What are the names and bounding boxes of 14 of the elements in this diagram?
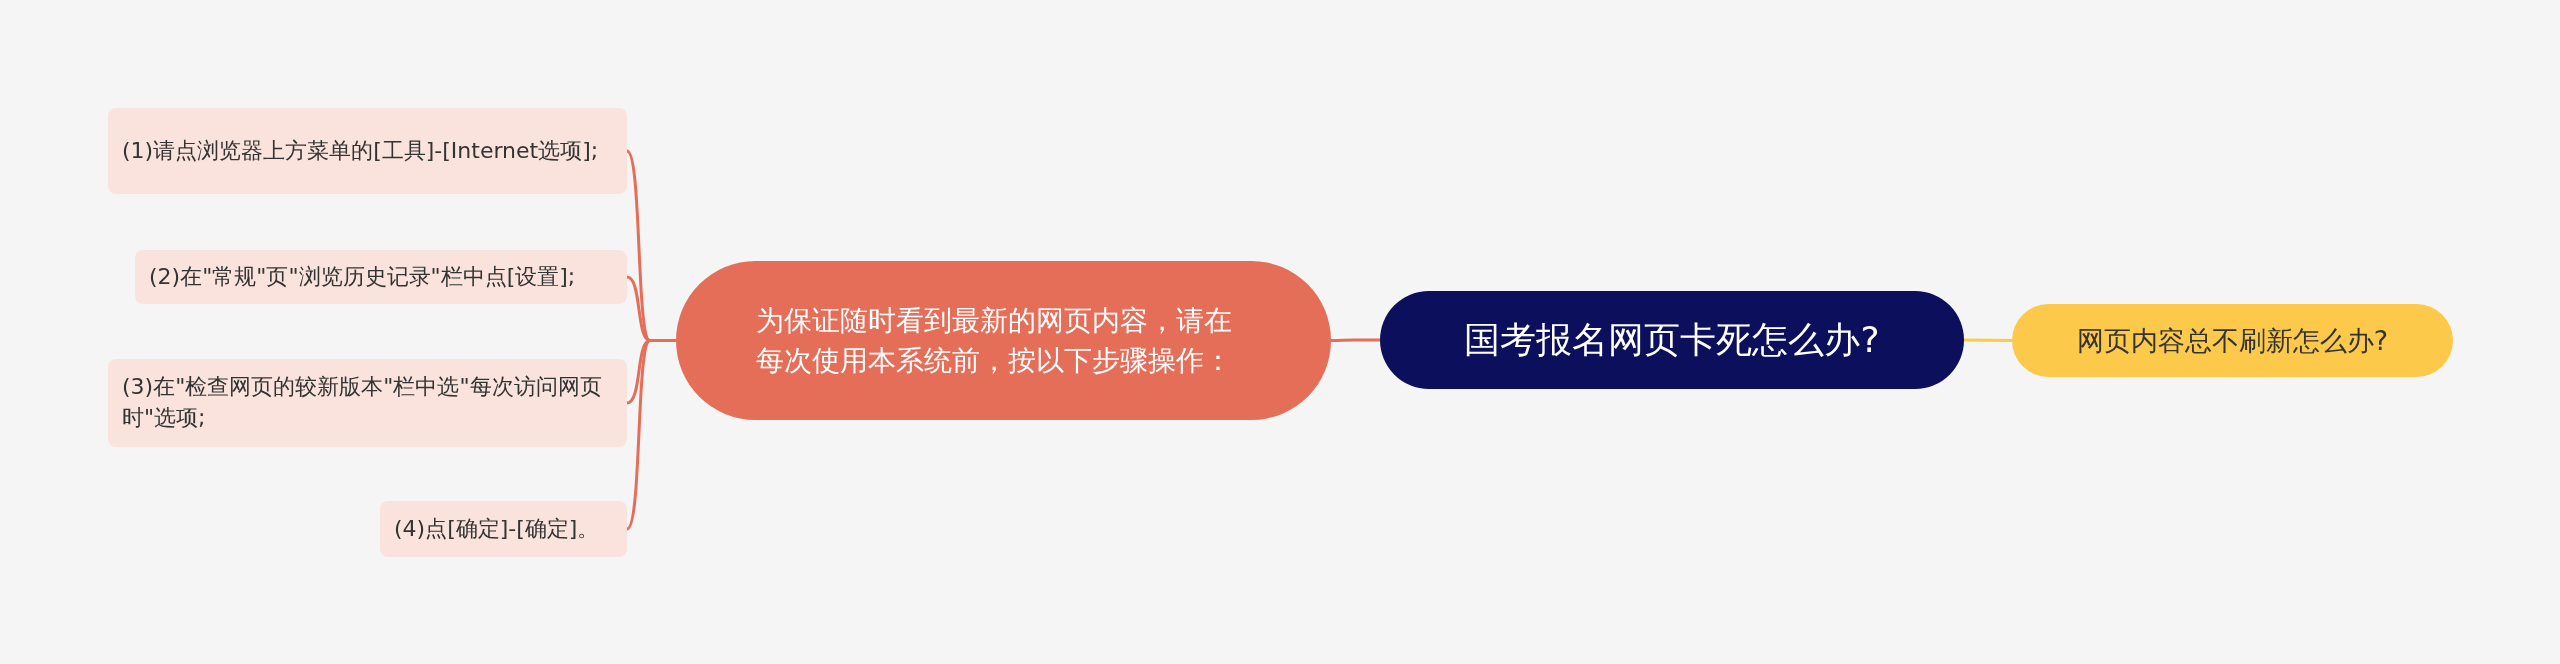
topic-text: 为保证随时看到最新的网页内容，请在每次使用本系统前，按以下步骤操作： — [756, 303, 1233, 379]
topic-text: (1)请点浏览器上方菜单的[工具]-[Internet选项]; — [122, 136, 599, 165]
topic-text: (3)在"检查网页的较新版本"栏中选"每次访问网页时"选项; — [122, 373, 603, 432]
topic-text: (2)在"常规"页"浏览历史记录"栏中点[设置]; — [149, 262, 576, 291]
step-card — [380, 501, 627, 557]
topic-text: 国考报名网页卡死怎么办? — [1464, 317, 1880, 362]
connector-line — [1331, 338, 1380, 342]
step-card — [108, 108, 627, 194]
connector-line — [625, 339, 676, 530]
topic-text: 网页内容总不刷新怎么办? — [2076, 323, 2389, 358]
topic-text: (4)点[确定]-[确定]。 — [394, 514, 600, 543]
connector-line — [1964, 338, 2012, 342]
step-card — [108, 359, 627, 447]
step-card — [135, 250, 627, 304]
